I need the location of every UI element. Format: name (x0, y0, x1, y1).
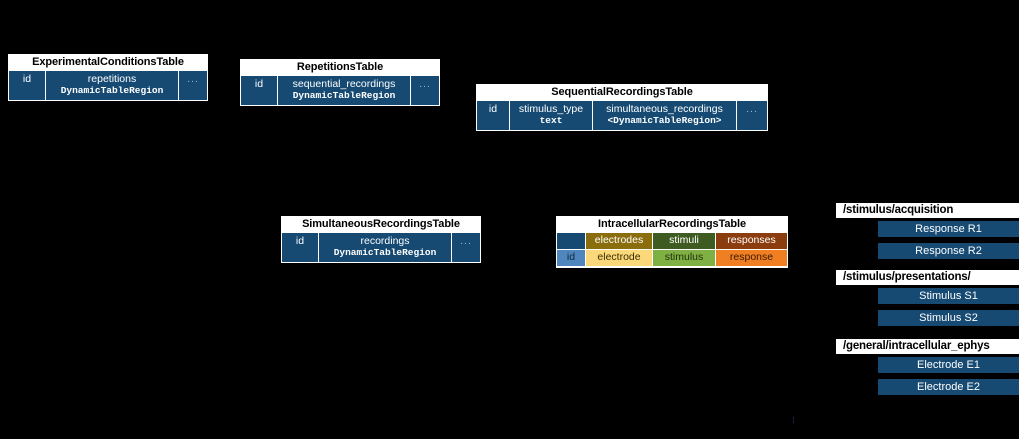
column-more: ... (411, 76, 439, 105)
column-more: ... (737, 101, 767, 130)
group-item-electrode-e1[interactable]: Electrode E1 (878, 357, 1019, 373)
table-columns: id recordings DynamicTableRegion ... (282, 233, 480, 262)
column-id: id (477, 101, 509, 130)
group-general-intracellular-ephys: /general/intracellular_ephys Electrode E… (836, 339, 1019, 395)
table-sequential-recordings: SequentialRecordingsTable id stimulus_ty… (476, 84, 768, 131)
column-repetitions: repetitions DynamicTableRegion (46, 71, 178, 100)
column-sequential-recordings: sequential_recordings DynamicTableRegion (278, 76, 410, 105)
page-number: 1 (791, 415, 796, 425)
group-item-response-r2[interactable]: Response R2 (878, 243, 1019, 259)
column-stimulus-type: stimulus_type text (510, 101, 592, 130)
column-simultaneous-recordings: simultaneous_recordings <DynamicTableReg… (593, 101, 736, 130)
group-item-stimulus-s1[interactable]: Stimulus S1 (878, 288, 1019, 304)
category-stimuli: stimuli (653, 233, 715, 249)
table-columns: id repetitions DynamicTableRegion ... (9, 71, 207, 100)
category-electrodes: electrodes (586, 233, 652, 249)
table-columns: id sequential_recordings DynamicTableReg… (241, 76, 439, 105)
table-title: RepetitionsTable (241, 60, 439, 76)
group-path-label: /stimulus/acquisition (836, 203, 1019, 218)
category-blank (557, 233, 585, 249)
column-id: id (9, 71, 45, 100)
table-column-row: id electrode stimulus response (557, 250, 787, 267)
table-repetitions: RepetitionsTable id sequential_recording… (240, 59, 440, 106)
table-intracellular-recordings: IntracellularRecordingsTable electrodes … (556, 216, 788, 268)
table-simultaneous-recordings: SimultaneousRecordingsTable id recording… (281, 216, 481, 263)
column-stimulus: stimulus (653, 250, 715, 266)
table-title: SequentialRecordingsTable (477, 85, 767, 101)
table-title: SimultaneousRecordingsTable (282, 217, 480, 233)
table-experimental-conditions: ExperimentalConditionsTable id repetitio… (8, 54, 208, 101)
column-id: id (241, 76, 277, 105)
category-responses: responses (716, 233, 787, 249)
group-stimulus-presentations: /stimulus/presentations/ Stimulus S1 Sti… (836, 270, 1019, 326)
column-more: ... (452, 233, 480, 262)
column-id: id (282, 233, 318, 262)
column-electrode: electrode (586, 250, 652, 266)
group-stimulus-acquisition: /stimulus/acquisition Response R1 Respon… (836, 203, 1019, 259)
group-path-label: /stimulus/presentations/ (836, 270, 1019, 285)
table-category-row: electrodes stimuli responses (557, 233, 787, 250)
group-item-response-r1[interactable]: Response R1 (878, 221, 1019, 237)
group-item-electrode-e2[interactable]: Electrode E2 (878, 379, 1019, 395)
column-recordings: recordings DynamicTableRegion (319, 233, 451, 262)
group-path-label: /general/intracellular_ephys (836, 339, 1019, 354)
table-title: ExperimentalConditionsTable (9, 55, 207, 71)
column-response: response (716, 250, 787, 266)
column-id: id (557, 250, 585, 266)
group-item-stimulus-s2[interactable]: Stimulus S2 (878, 310, 1019, 326)
column-more: ... (179, 71, 207, 100)
table-title: IntracellularRecordingsTable (557, 217, 787, 233)
table-columns: id stimulus_type text simultaneous_recor… (477, 101, 767, 130)
